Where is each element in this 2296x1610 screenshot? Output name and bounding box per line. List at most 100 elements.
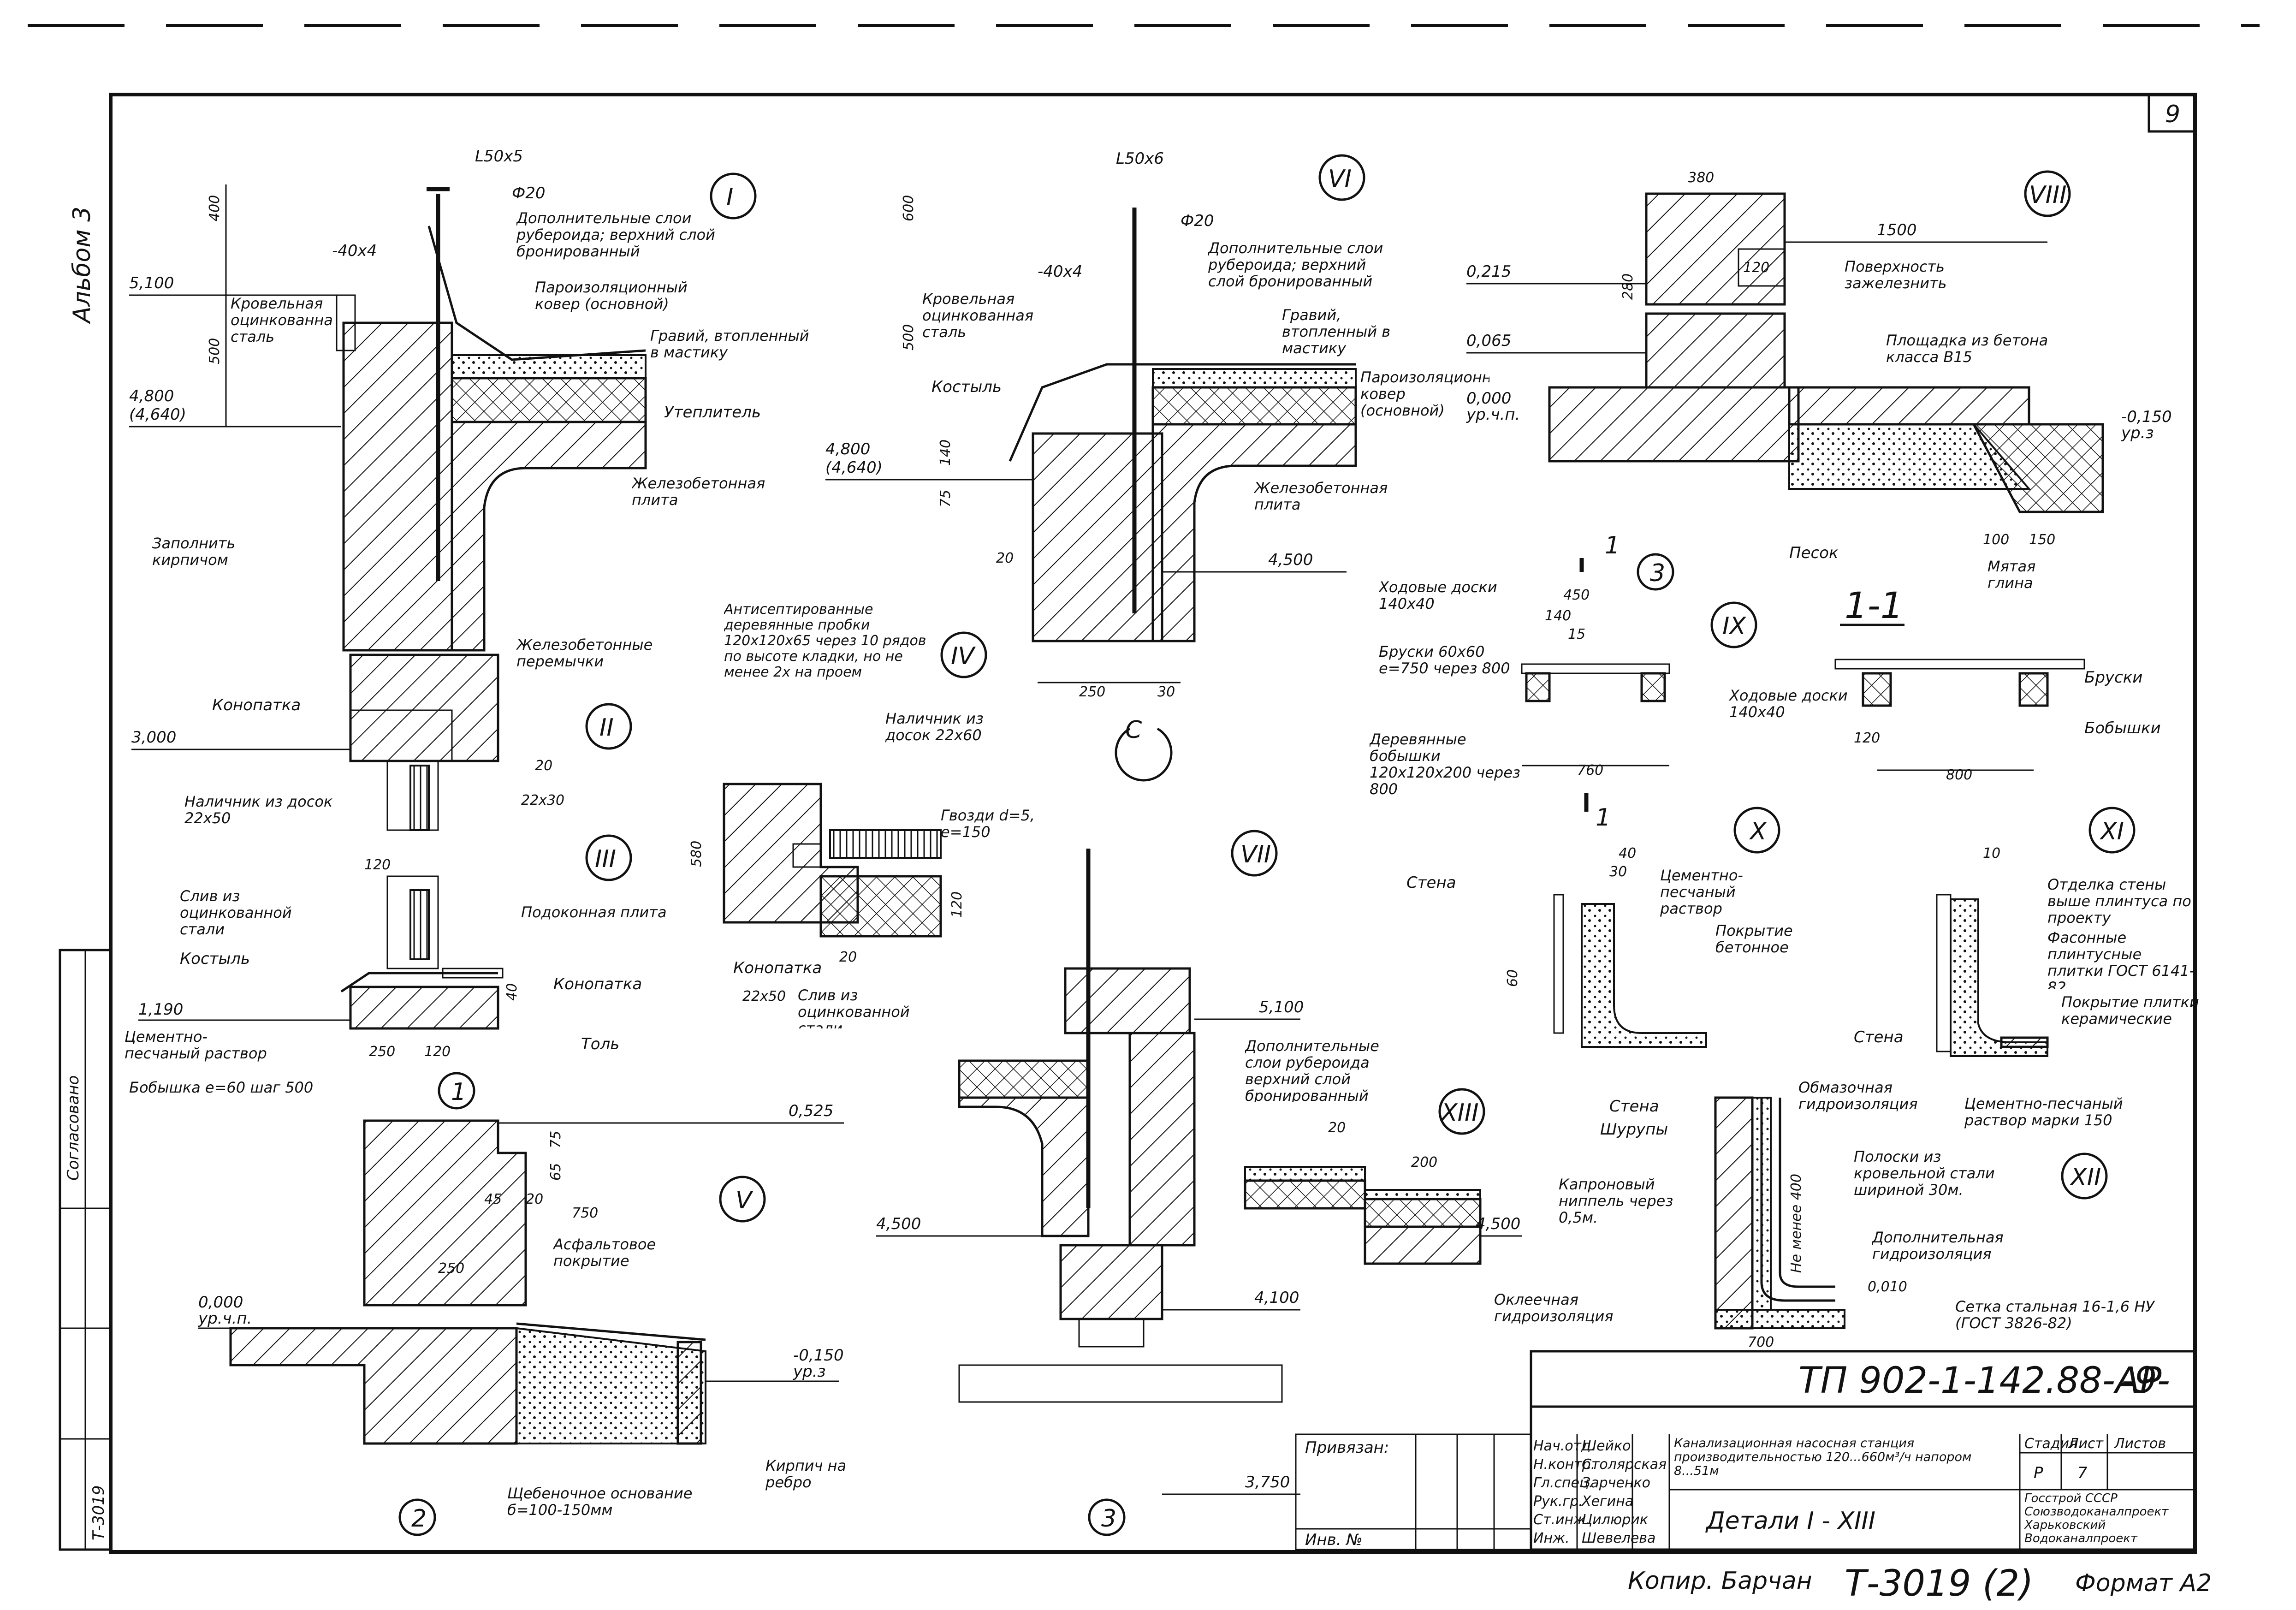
detail-X-num: X bbox=[1749, 818, 1767, 845]
detail-III-brace: Костыль bbox=[180, 950, 250, 968]
privyazan-label: Привязан: bbox=[1305, 1438, 1389, 1457]
detail-VIII-lvl4: -0,150 bbox=[2121, 408, 2172, 426]
detail-I-insul: Утеплитель bbox=[664, 403, 761, 422]
detail-IV-size: 22x50 bbox=[742, 988, 786, 1004]
person-role: Рук.гр. bbox=[1533, 1493, 1583, 1509]
detail-I-vapor: Пароизоляционный ковер (основной) bbox=[535, 279, 688, 313]
detail-VIII-lvl3b: ур.ч.п. bbox=[1466, 405, 1520, 424]
detail-IX-d15: 15 bbox=[1568, 626, 1585, 642]
detail-III-boss: Бобышка е=60 шаг 500 bbox=[129, 1079, 314, 1096]
detail-VIII-lvl2: 0,065 bbox=[1466, 332, 1511, 350]
detail-XII-lining: Оклеечная гидроизоляция bbox=[1494, 1291, 1614, 1325]
detail-IV-nal: Наличник из досок 22x60 bbox=[885, 710, 984, 744]
detail-III: III Слив из оцинкованной стали Костыль П… bbox=[125, 834, 667, 1110]
detail-VIII: VIII Поверхность зажелезнить Площадка из… bbox=[1466, 170, 2172, 591]
person-role: Гл.спец. bbox=[1533, 1475, 1593, 1491]
detail-V-lvl1: 0,525 bbox=[789, 1102, 833, 1120]
stamp-bottom: Т-3019 (2) bbox=[1845, 1563, 2034, 1604]
detail-X-wall: Стена bbox=[1406, 873, 1456, 892]
people-table: Нач.отд. Шейко Н.контр. Столярская Гл.сп… bbox=[1533, 1438, 1667, 1546]
detail-IV-nails: Гвозди d=5, е=150 bbox=[941, 807, 1035, 841]
detail-VIII-d120: 120 bbox=[1743, 260, 1769, 276]
left-stamp: Согласовано Т-3019 bbox=[59, 949, 112, 1551]
detail-V-asphalt: Асфальтовое покрытие bbox=[553, 1236, 656, 1270]
detail-VI: VI L50x6 Ф20 -40x4 Дополнительные слои р… bbox=[825, 149, 1489, 782]
detail-III-cut: 1 bbox=[451, 1078, 466, 1106]
detail-III-d40: 40 bbox=[504, 983, 520, 1001]
detail-X-d30: 30 bbox=[1609, 864, 1627, 880]
detail-VII-lvl4: 3,750 bbox=[1245, 1473, 1290, 1491]
person-name: Зарченко bbox=[1582, 1475, 1650, 1491]
detail-XII-num: XII bbox=[2069, 1164, 2101, 1191]
detail-IX-sec: 1 bbox=[1596, 804, 1611, 832]
detail-XIII-lvl: 4,500 bbox=[1476, 1215, 1520, 1233]
detail-XII-extra: Дополнительная гидроизоляция bbox=[1872, 1229, 2004, 1263]
detail-V-d750: 750 bbox=[572, 1205, 598, 1221]
detail-I-d400: 400 bbox=[207, 195, 223, 221]
section-1-1-bars: Бруски bbox=[2084, 668, 2142, 687]
detail-XII-coat: Обмазочная гидроизоляция bbox=[1798, 1079, 1918, 1113]
detail-VI-extra-layers: Дополнительные слои рубероида; верхний с… bbox=[1208, 240, 1383, 290]
detail-III-tol: Толь bbox=[581, 1035, 619, 1053]
person-name: Столярская bbox=[1582, 1456, 1667, 1473]
detail-XIII-num: XIII bbox=[1440, 1099, 1479, 1127]
sheets-header: Листов bbox=[2114, 1436, 2166, 1452]
detail-X-d60: 60 bbox=[1505, 969, 1521, 987]
format-label: Формат А2 bbox=[2075, 1569, 2212, 1597]
detail-VIII-platform: Площадка из бетона класса В15 bbox=[1886, 332, 2048, 366]
detail-I-lvl2: 4,800 bbox=[129, 387, 174, 405]
detail-X-cover: Покрытие бетонное bbox=[1715, 922, 1793, 956]
detail-XI-wall: Стена bbox=[1854, 1028, 1904, 1046]
detail-I-fill: Заполнить кирпичом bbox=[152, 535, 236, 569]
detail-XII-lvl: 0,010 bbox=[1868, 1279, 1907, 1295]
detail-X-mortar: Цементно-песчаный раствор bbox=[1660, 867, 1743, 917]
detail-VIII-d150: 150 bbox=[2029, 532, 2055, 548]
sheet-header: Лист bbox=[2068, 1436, 2104, 1452]
detail-II: II Железобетонные перемычки Конопатка На… bbox=[131, 636, 653, 873]
detail-I-roof-steel: Кровельная оцинкованная сталь bbox=[231, 295, 332, 345]
detail-V-d75: 75 bbox=[548, 1131, 564, 1148]
detail-III-num: III bbox=[595, 845, 616, 873]
detail-VII-lvl1: 5,100 bbox=[1259, 998, 1304, 1016]
detail-VI-d75: 75 bbox=[937, 490, 954, 507]
detail-VIII-d100: 100 bbox=[1983, 532, 2009, 548]
title-block: ТП 902-1-142.88-АР -9- Привязан: Инв. № … bbox=[1295, 1350, 2196, 1551]
detail-I-num: I bbox=[726, 184, 733, 211]
detail-XII: XII Обмазочная гидроизоляция Стена Шуруп… bbox=[1494, 1079, 2154, 1350]
detail-VIII-num: VIII bbox=[2029, 181, 2067, 209]
detail-I-lvl1: 5,100 bbox=[129, 274, 174, 292]
detail-VI-d30: 30 bbox=[1157, 684, 1175, 700]
detail-VI-lvl2: 4,500 bbox=[1268, 551, 1313, 569]
section-1-1-d800: 800 bbox=[1946, 767, 1972, 783]
detail-III-drip: Слив из оцинкованной стали bbox=[180, 888, 292, 938]
detail-IX-d450: 450 bbox=[1563, 587, 1590, 603]
detail-II-d20: 20 bbox=[535, 758, 552, 774]
detail-VII-lvl2: 4,500 bbox=[876, 1215, 921, 1233]
detail-II-nal: Наличник из досок 22x50 bbox=[184, 793, 333, 827]
detail-XI-cover: Покрытие плитки керамические bbox=[2061, 994, 2199, 1028]
detail-IV-plugs: Антисептированные деревянные пробки 120x… bbox=[724, 602, 926, 680]
detail-VII-cut: 3 bbox=[1101, 1505, 1116, 1533]
detail-II-num: II bbox=[599, 714, 614, 742]
sheet-value: 7 bbox=[2077, 1464, 2088, 1482]
left-stamp-code: Т-3019 bbox=[89, 1485, 108, 1540]
person-role: Инж. bbox=[1533, 1530, 1570, 1546]
detail-XII-wall: Стена bbox=[1609, 1097, 1659, 1116]
detail-XI: XI Отделка стены выше плинтуса по проект… bbox=[1854, 807, 2199, 1129]
detail-VI-angle: L50x6 bbox=[1116, 149, 1164, 168]
detail-VI-rod: Ф20 bbox=[1181, 212, 1214, 230]
detail-VIII-d280: 280 bbox=[1620, 273, 1636, 300]
inv-label: Инв. № bbox=[1305, 1531, 1363, 1549]
detail-XII-nipple: Капроновый ниппель через 0,5м. bbox=[1559, 1176, 1673, 1226]
detail-II-lvl: 3,000 bbox=[131, 728, 176, 747]
detail-X: X Стена Цементно-песчаный раствор Покрыт… bbox=[1406, 807, 1793, 1048]
detail-XI-tiles: Фасонные плинтусные плитки ГОСТ 6141-82 bbox=[2047, 929, 2195, 989]
detail-VI-slab: Железобетонная плита bbox=[1254, 480, 1388, 513]
org-name: Госстрой СССР Союзводоканалпроект Харько… bbox=[2024, 1492, 2169, 1545]
page-number-box bbox=[2148, 93, 2196, 133]
detail-III-mortar: Цементно-песчаный раствор bbox=[125, 1028, 267, 1062]
detail-VII-lvl3: 4,100 bbox=[1254, 1289, 1299, 1307]
detail-VI-num: VI bbox=[1328, 165, 1352, 193]
detail-V-num: V bbox=[736, 1187, 753, 1214]
